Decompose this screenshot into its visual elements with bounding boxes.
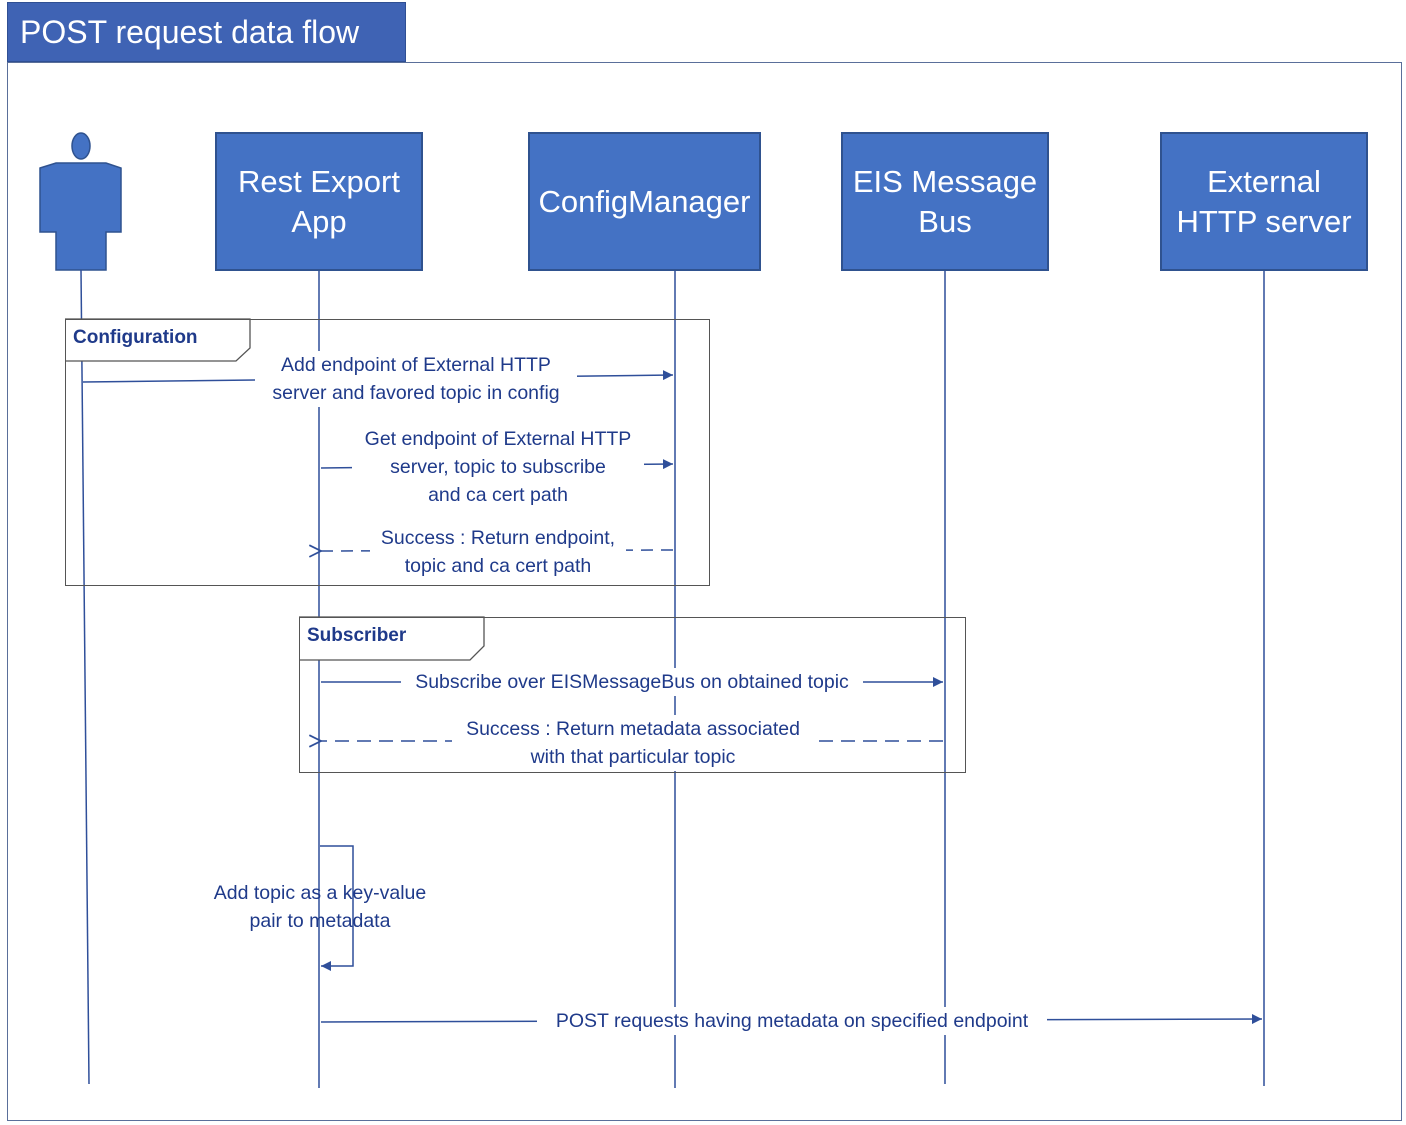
message-label-add-topic: Add topic as a key-value pair to metadat… <box>213 882 427 932</box>
participant-rest-export-app: Rest Export App <box>215 132 423 271</box>
fragment-configuration <box>65 319 710 586</box>
message-label-return-endpoint: Success : Return endpoint, topic and ca … <box>370 524 626 580</box>
participant-external-http-server: External HTTP server <box>1160 132 1368 271</box>
lifeline-user <box>80 269 90 1085</box>
message-label-return-metadata: Success : Return metadata associated wit… <box>452 715 814 771</box>
participant-eis-message-bus: EIS Message Bus <box>841 132 1049 271</box>
message-label-subscribe: Subscribe over EISMessageBus on obtained… <box>401 668 863 696</box>
fragment-label-subscriber: Subscriber <box>307 625 407 646</box>
arrow-self-add-topic <box>320 845 354 971</box>
diagram-frame <box>7 62 1402 1121</box>
fragment-label-configuration: Configuration <box>73 327 198 348</box>
message-label-post-requests: POST requests having metadata on specifi… <box>537 1007 1047 1035</box>
message-label-get-endpoint: Get endpoint of External HTTP server, to… <box>352 425 644 509</box>
user-actor-icon <box>39 132 122 271</box>
fragment-subscriber <box>299 617 966 773</box>
message-label-add-endpoint: Add endpoint of External HTTP server and… <box>255 351 577 407</box>
diagram-title: POST request data flow <box>7 2 406 62</box>
participant-configmanager: ConfigManager <box>528 132 761 271</box>
